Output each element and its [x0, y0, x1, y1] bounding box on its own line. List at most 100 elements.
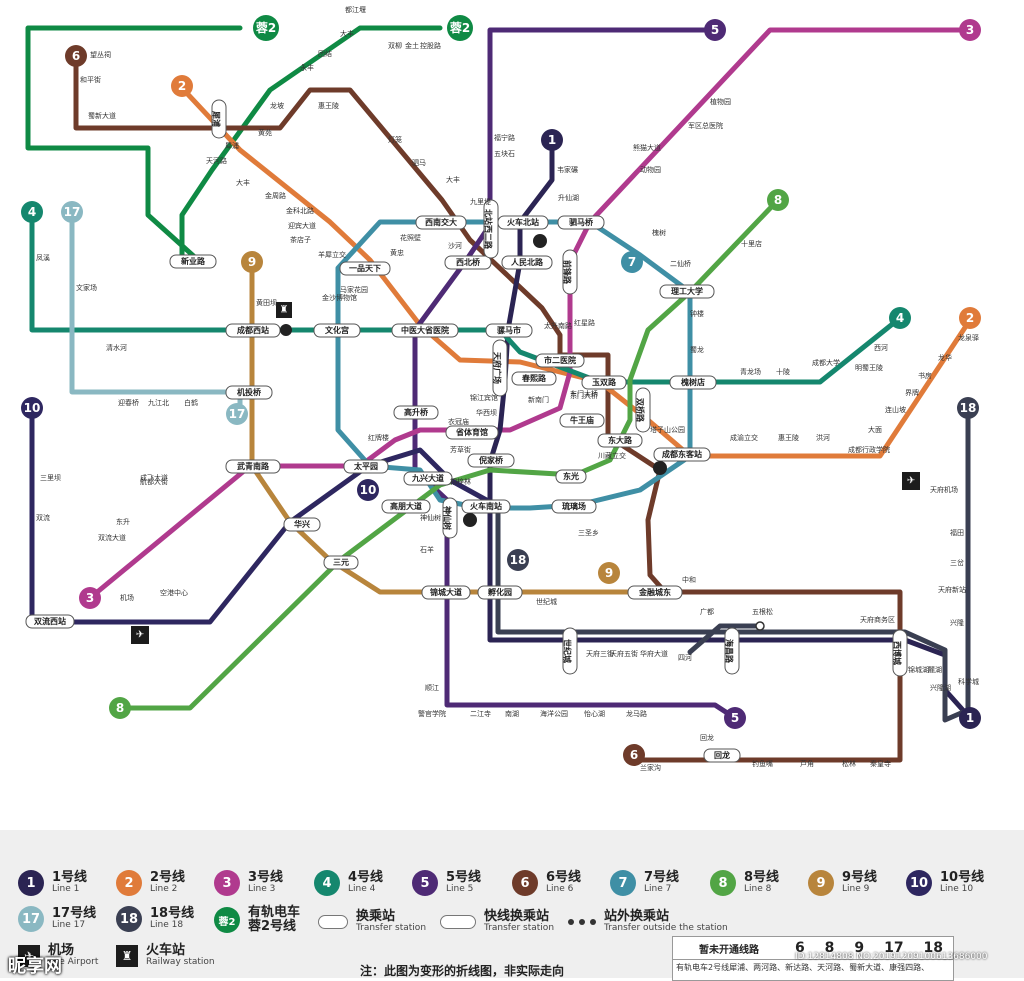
station-ligong-univ[interactable]: 理工大学 — [659, 284, 715, 299]
station-gaosheng-bridge[interactable]: 高升桥 — [393, 405, 439, 420]
station-huilong[interactable]: 回龙 — [703, 748, 741, 763]
station-liuli-chang[interactable]: 琉璃场 — [551, 499, 597, 514]
station-label: 二仙桥 — [670, 259, 691, 268]
station-label: 金周路 — [265, 191, 286, 200]
station-chengdu-west[interactable]: 成都西站 — [225, 323, 281, 338]
line-bubble-1-south: 1 — [959, 707, 981, 729]
station-label: 神仙树 — [420, 513, 441, 522]
station-chengdu-east[interactable]: 成都东客站 — [653, 447, 711, 462]
station-label: 新南门 — [528, 395, 549, 404]
station-fuhua-yuan[interactable]: 孵化园 — [477, 585, 523, 600]
station-label: 迎春桥 — [118, 398, 139, 407]
station-label: 文家场 — [76, 283, 97, 292]
station-qianfeng-road[interactable]: 前锋路 — [562, 249, 578, 295]
station-label: 金沙博物馆 — [322, 293, 357, 302]
line-17 — [69, 209, 243, 415]
station-gaopeng-avenue[interactable]: 高朋大道 — [381, 499, 431, 514]
bubble-text: 3 — [966, 23, 974, 37]
line-bubble-17-north: 17 — [61, 201, 83, 223]
line-bubble-8-south: 8 — [109, 697, 131, 719]
station-jincheng-avenue[interactable]: 锦城大道 — [421, 585, 471, 600]
station-tcm-hospital[interactable]: 中医大省医院 — [391, 323, 459, 338]
station-xinan-jiaoda[interactable]: 西南交大 — [415, 215, 467, 230]
station-label: 蜀龙 — [690, 345, 704, 354]
station-label: 东门大桥 — [570, 389, 598, 398]
legend-cn: 17号线 — [52, 905, 97, 921]
bubble-text: 5 — [731, 711, 739, 725]
station-tianfu-square[interactable]: 天府广场 — [492, 339, 508, 397]
station-label: 火车南站 — [470, 501, 502, 511]
station-luoma-shi[interactable]: 骡马市 — [485, 323, 533, 338]
line-bubble-3-south: 3 — [79, 587, 101, 609]
future-line-number: 8 — [824, 940, 835, 956]
station-xibei-bridge[interactable]: 西北桥 — [444, 255, 492, 270]
line-bubble-6-south: 6 — [623, 744, 645, 766]
legend-cn: 7号线 — [644, 869, 680, 885]
station-beizhan-xi-2nd-road[interactable]: 北站西二路 — [483, 199, 499, 259]
bubble-text: 2 — [178, 79, 186, 93]
legend-en: Line 9 — [842, 884, 870, 895]
station-yipin-tianxia[interactable]: 一品天下 — [339, 261, 391, 276]
line-bubble-9-south: 9 — [598, 562, 620, 584]
station-huaishu-dian[interactable]: 槐树店 — [669, 375, 717, 390]
station-label: 三元 — [333, 558, 349, 567]
station-label: 回龙 — [700, 733, 714, 742]
station-second-hospital[interactable]: 市二医院 — [535, 353, 585, 368]
station-shiji-cheng[interactable]: 世纪城 — [562, 627, 578, 675]
station-label: 韦家碾 — [557, 165, 578, 174]
line-bubble-2-east: 2 — [959, 307, 981, 329]
station-label: 大丰 — [340, 29, 354, 38]
station-label: 洪河 — [816, 433, 830, 442]
station-huaxing[interactable]: 华兴 — [283, 517, 321, 532]
disclaimer-note: 注：此图为变形的折线图，非实际走向 — [360, 964, 565, 978]
legend-circle: 6 — [512, 870, 538, 896]
future-line-number: 18 — [923, 940, 943, 956]
station-label: 三岔 — [950, 558, 964, 567]
station-shuangliu-west[interactable]: 双流西站 — [25, 614, 75, 629]
station-label: 蜀新大道 — [88, 111, 116, 120]
legend-en: Line 3 — [248, 884, 276, 895]
station-label: 芳草街 — [450, 445, 471, 454]
station-wuqing-south[interactable]: 武青南路 — [225, 459, 281, 474]
station-xinye-road[interactable]: 新业路 — [169, 254, 217, 269]
station-dongguang[interactable]: 东光 — [555, 469, 587, 484]
line-18 — [687, 623, 763, 655]
station-chunxi-road[interactable]: 春熙路 — [511, 371, 557, 386]
station-label: 永丰 — [300, 63, 314, 72]
station-label: 西南交大 — [425, 217, 457, 227]
station-haichang-road[interactable]: 海昌路 — [724, 627, 740, 675]
line-r2 — [25, 25, 243, 263]
station-jinrongcheng-east[interactable]: 金融城东 — [627, 585, 683, 600]
station-label: 锦城湖 — [908, 665, 929, 674]
legend-en: Line 6 — [546, 884, 574, 895]
station-nijia-bridge[interactable]: 倪家桥 — [467, 453, 515, 468]
bubble-text: 4 — [28, 205, 36, 219]
station-south-railway[interactable]: 火车南站 — [461, 499, 511, 514]
legend-en: Transfer station — [356, 923, 427, 934]
station-label: 都江堰 — [345, 5, 366, 14]
station-wenhua-gong[interactable]: 文化宫 — [313, 323, 361, 338]
future-note: 有轨电车2号线犀浦、两河路、新达路、天河路、蜀新大道、康强四路、 — [676, 963, 930, 972]
station-taiping-yuan[interactable]: 太平园 — [343, 459, 389, 474]
station-xibo-cheng[interactable]: 西博城 — [892, 629, 908, 677]
station-yushuang-road[interactable]: 玉双路 — [581, 375, 627, 390]
station-sima-bridge[interactable]: 驷马桥 — [557, 215, 605, 230]
station-provincial-gym[interactable]: 省体育馆 — [445, 425, 499, 440]
station-label: 牛王庙 — [570, 415, 594, 425]
station-shenxian-shu[interactable]: 神仙树 — [442, 497, 458, 539]
station-xipu[interactable]: 犀浦 — [211, 99, 227, 139]
station-jiuxing-avenue[interactable]: 九兴大道 — [403, 471, 453, 486]
station-shuangqiao-road[interactable]: 双桥路 — [635, 387, 651, 433]
station-label: 双流 — [36, 513, 50, 522]
station-dongda-road[interactable]: 东大路 — [597, 433, 643, 448]
station-niuwang-miao[interactable]: 牛王庙 — [559, 413, 605, 428]
station-label: 南湖 — [505, 709, 519, 718]
station-label: 三圣乡 — [578, 529, 599, 537]
station-jitou-bridge[interactable]: 机投桥 — [225, 385, 273, 400]
line-bubble-4-west: 4 — [21, 201, 43, 223]
station-sanyuan[interactable]: 三元 — [323, 555, 359, 570]
station-north-railway[interactable]: 火车北站 — [497, 215, 549, 230]
station-renmin-north[interactable]: 人民北路 — [501, 255, 553, 270]
